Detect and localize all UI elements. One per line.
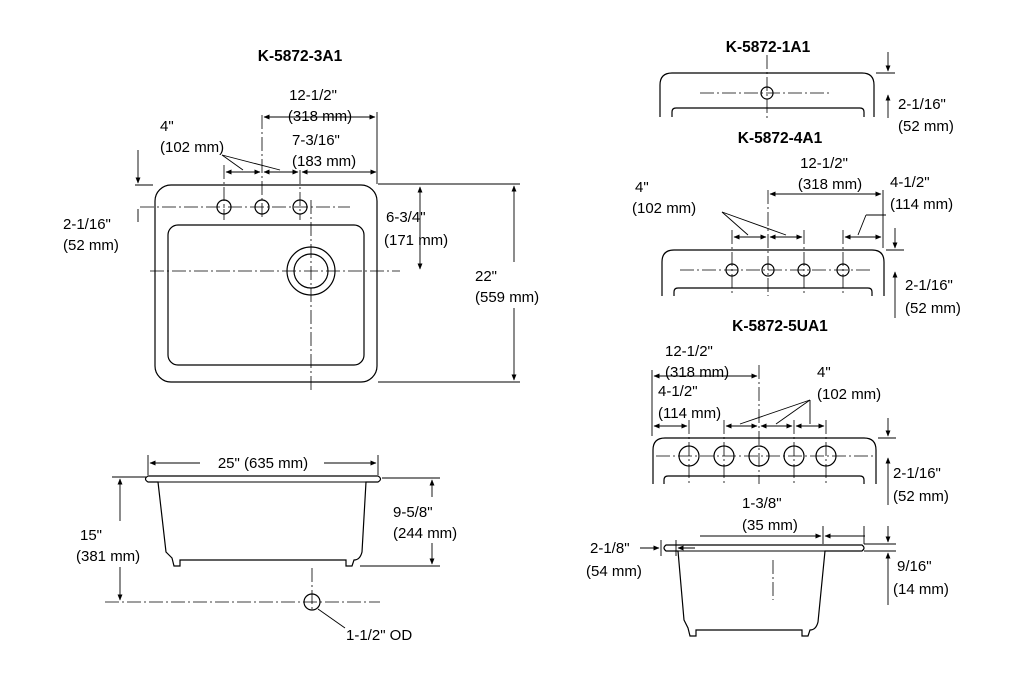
dim-7-3-16: 7-3/16" bbox=[292, 132, 340, 149]
dim-9-16-mm: (14 mm) bbox=[893, 581, 949, 598]
dim-12-1-2: 12-1/2" bbox=[800, 155, 848, 172]
sink-profile-small bbox=[663, 544, 865, 637]
dim-2-1-16-mm: (52 mm) bbox=[63, 237, 119, 254]
dim-7-3-16-mm: (183 mm) bbox=[292, 153, 356, 170]
basin-outline bbox=[167, 224, 365, 366]
dim-4-1-2-mm: (114 mm) bbox=[658, 405, 721, 422]
dim-4-mm: (102 mm) bbox=[160, 139, 224, 156]
dim-1-3-8: 1-3/8" bbox=[742, 495, 782, 512]
dim-9-5-8: 9-5/8" bbox=[393, 504, 433, 521]
dim-2-1-8: 2-1/8" bbox=[590, 540, 630, 557]
dim-6-3-4-mm: (171 mm) bbox=[384, 232, 448, 249]
dim-2-1-16-mm: (52 mm) bbox=[898, 118, 954, 135]
dim-2-1-16: 2-1/16" bbox=[898, 96, 946, 113]
view-side-rim-detail: 1-3/8" (35 mm) 2-1/8" (54 mm) 9/16" (14 … bbox=[586, 495, 949, 637]
dim-2-1-16: 2-1/16" bbox=[893, 465, 941, 482]
dim-4: 4" bbox=[817, 364, 831, 381]
dim-4-mm: (102 mm) bbox=[632, 200, 696, 217]
dim-2-1-16-mm: (52 mm) bbox=[893, 488, 949, 505]
dim-9-16: 9/16" bbox=[897, 558, 932, 575]
title-k5872-4a1: K-5872-4A1 bbox=[738, 130, 823, 147]
dim-12-1-2-mm: (318 mm) bbox=[798, 176, 862, 193]
view-k5872-4a1-top: K-5872-4A1 12-1/2" (318 mm) 4" (102 mm) … bbox=[632, 130, 961, 318]
dim-25: 25" (635 mm) bbox=[218, 455, 308, 472]
dim-4-mm: (102 mm) bbox=[817, 386, 881, 403]
dim-4-1-2: 4-1/2" bbox=[890, 174, 930, 191]
view-k5872-1a1-top: K-5872-1A1 2-1/16" (52 mm) bbox=[659, 39, 954, 135]
sink-outline bbox=[154, 184, 378, 383]
dim-2-1-16: 2-1/16" bbox=[905, 277, 953, 294]
dim-2-1-16-mm: (52 mm) bbox=[905, 300, 961, 317]
drain-od-label: 1-1/2" OD bbox=[346, 627, 412, 644]
dim-1-3-8-mm: (35 mm) bbox=[742, 517, 798, 534]
sink-profile bbox=[144, 475, 382, 567]
dim-22-mm: (559 mm) bbox=[475, 289, 539, 306]
title-k5872-1a1: K-5872-1A1 bbox=[726, 39, 811, 56]
dim-12-1-2-mm: (318 mm) bbox=[665, 364, 729, 381]
dim-4: 4" bbox=[160, 118, 174, 135]
view-k5872-3a1-top: K-5872-3A1 12-1/2" (318 mm) 4" (102 mm) … bbox=[63, 48, 555, 390]
dim-9-5-8-mm: (244 mm) bbox=[393, 525, 457, 542]
title-k5872-3a1: K-5872-3A1 bbox=[258, 48, 343, 65]
dim-22: 22" bbox=[475, 268, 497, 285]
dim-12-1-2: 12-1/2" bbox=[289, 87, 337, 104]
dim-4: 4" bbox=[635, 179, 649, 196]
dim-12-1-2: 12-1/2" bbox=[665, 343, 713, 360]
dim-4-1-2: 4-1/2" bbox=[658, 383, 698, 400]
dim-4-1-2-mm: (114 mm) bbox=[890, 196, 953, 213]
dim-12-1-2-mm: (318 mm) bbox=[288, 108, 352, 125]
dim-15-mm: (381 mm) bbox=[76, 548, 140, 565]
dim-6-3-4: 6-3/4" bbox=[386, 209, 426, 226]
dim-2-1-8-mm: (54 mm) bbox=[586, 563, 642, 580]
title-k5872-5ua1: K-5872-5UA1 bbox=[732, 318, 828, 335]
view-side-elevation: 25" (635 mm) 15" (381 mm) 9-5/8" (244 mm… bbox=[72, 452, 476, 644]
view-k5872-5ua1-top: K-5872-5UA1 12-1/2" (318 mm) 4-1/2" (114… bbox=[651, 318, 949, 505]
dim-2-1-16: 2-1/16" bbox=[63, 216, 111, 233]
dim-15: 15" bbox=[80, 527, 102, 544]
